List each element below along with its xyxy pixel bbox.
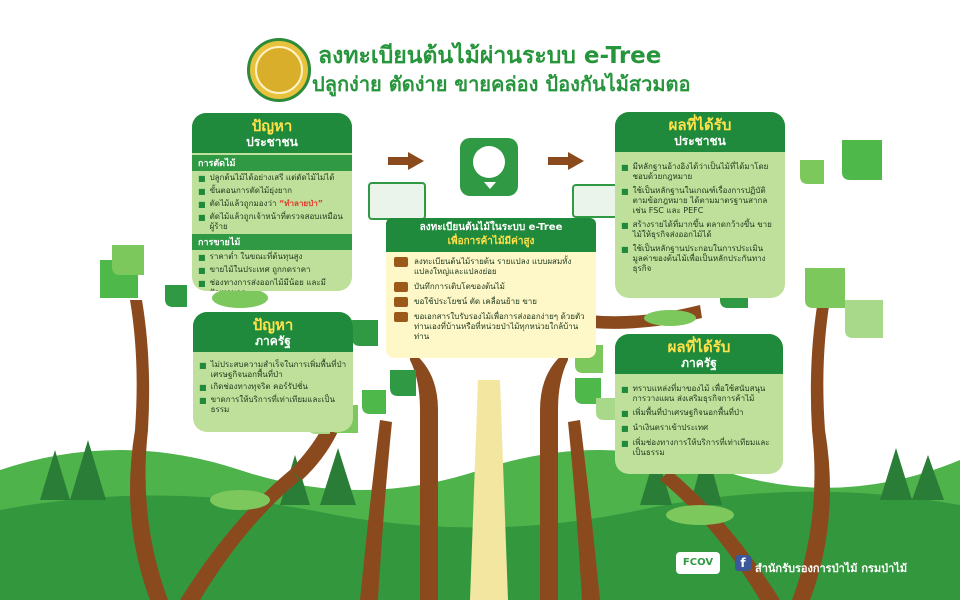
panel-header-subtitle: ภาครัฐ [681, 356, 717, 370]
list-item: ■เพิ่มพื้นที่ป่าเศรษฐกิจนอกพื้นที่ป่า [621, 408, 744, 418]
panel-header-title: ลงทะเบียนต้นไม้ในระบบ e-Tree [419, 222, 563, 233]
section-selling: การขายไม้ [192, 234, 352, 250]
timber-icon [394, 297, 408, 307]
results-government-panel: ผลที่ได้รับ ภาครัฐ ■ทราบแหล่งที่มาของไม้… [615, 334, 783, 474]
timber-icon [394, 257, 408, 267]
problems-government-panel: ปัญหา ภาครัฐ ■ไม่ประสบความสำเร็จในการเพิ… [193, 312, 353, 432]
section-cutting: การตัดไม้ [192, 155, 352, 171]
panel-header-subtitle: ประชาชน [246, 135, 298, 149]
panel-header: ผลที่ได้รับ ประชาชน [615, 112, 785, 152]
list-item: ■ไม่ประสบความสำเร็จในการเพิ่มพื้นที่ป่าเ… [199, 360, 347, 379]
panel-header: ปัญหา ประชาชน [192, 113, 352, 153]
leaf-bullet-icon: ■ [198, 187, 206, 196]
list-item: ขอใช้ประโยชน์ ตัด เคลื่อนย้าย ขาย [394, 297, 588, 307]
arrow-right-icon [548, 152, 584, 170]
leaf-bullet-icon: ■ [198, 266, 206, 275]
page-subtitle: ปลูกง่าย ตัดง่าย ขายคล่อง ป้องกันไม้สวมต… [312, 72, 691, 96]
computer-monitor-icon [368, 182, 426, 220]
list-item: ขอเอกสารใบรับรองไม้เพื่อการส่งออกง่ายๆ ด… [394, 312, 588, 342]
list-item: ■ปลูกต้นไม้ได้อย่างเสรี แต่ตัดไม้ไม่ได้ [198, 173, 335, 183]
arrow-right-icon [388, 152, 424, 170]
fcov-logo: FCOV [676, 552, 720, 574]
page-title: ลงทะเบียนต้นไม้ผ่านระบบ e-Tree [318, 43, 662, 69]
leaf-bullet-icon: ■ [621, 187, 629, 196]
list-item: ■ราคาต่ำ ในขณะที่ต้นทุนสูง [198, 252, 303, 262]
branch-left-1 [130, 300, 168, 600]
list-item: ลงทะเบียนต้นไม้รายต้น รายแปลง แบบผสมทั้ง… [394, 257, 588, 277]
laptop-icon [572, 184, 622, 218]
list-item: ■เกิดช่องทางทุจริต คอร์รัปชั่น [199, 382, 308, 392]
list-item: ■ตัดไม้แล้วถูกเจ้าหน้าที่ตรวจสอบเหมือนผู… [198, 212, 343, 231]
leaf-bullet-icon: ■ [199, 383, 207, 392]
leaf-bullet-icon: ■ [621, 409, 629, 418]
panel-header-title: ปัญหา [251, 117, 293, 135]
panel-header-subtitle: ประชาชน [674, 134, 726, 148]
list-item: ■ขั้นตอนการตัดไม้ยุ่งยาก [198, 186, 292, 196]
list-item: ■ใช้เป็นหลักฐานประกอบในการประเมินมูลค่าข… [621, 244, 766, 273]
leaf-bullet-icon: ■ [199, 361, 207, 370]
bushes [210, 288, 734, 525]
leaf-bullet-icon: ■ [198, 253, 206, 262]
problems-people-panel: ปัญหา ประชาชน การตัดไม้ ■ปลูกต้นไม้ได้อย… [192, 113, 352, 291]
results-people-panel: ผลที่ได้รับ ประชาชน ■มีหลักฐานอ้างอิงได้… [615, 112, 785, 298]
facebook-icon[interactable]: f [735, 555, 751, 571]
list-item: ■ทราบแหล่งที่มาของไม้ เพื่อใช้สนับสนุนกา… [621, 384, 766, 403]
e-tree-app-icon [460, 138, 518, 196]
panel-header-subtitle: เพื่อการค้าไม้มีค่าสูง [447, 236, 535, 247]
leaf-bullet-icon: ■ [621, 385, 629, 394]
leaf-bullet-icon: ■ [198, 200, 206, 209]
leaf-bullet-icon: ■ [621, 245, 629, 254]
leaf-bullet-icon: ■ [621, 424, 629, 433]
list-item: ■นำเงินตราเข้าประเทศ [621, 423, 709, 433]
leaf-bullet-icon: ■ [621, 221, 629, 230]
panel-header-title: ปัญหา [252, 316, 294, 334]
list-item: ■สร้างรายได้ที่มากขึ้น ตลาดกว้างขึ้น ขาย… [621, 220, 772, 239]
trunk-path [470, 380, 508, 600]
leaf-bullet-icon: ■ [198, 174, 206, 183]
timber-icon [394, 312, 408, 322]
e-tree-registration-panel: ลงทะเบียนต้นไม้ในระบบ e-Tree เพื่อการค้า… [386, 218, 596, 358]
panel-header: ปัญหา ภาครัฐ [193, 312, 353, 352]
panel-header: ลงทะเบียนต้นไม้ในระบบ e-Tree เพื่อการค้า… [386, 218, 596, 252]
leaf-bullet-icon: ■ [621, 163, 629, 172]
panel-header-title: ผลที่ได้รับ [668, 116, 732, 134]
organization-name: สำนักรับรองการป่าไม้ กรมป่าไม้ [755, 562, 908, 575]
panel-header-subtitle: ภาครัฐ [255, 334, 291, 348]
branch-right-1 [792, 300, 830, 600]
leaf-bullet-icon: ■ [199, 396, 207, 405]
list-item: ■ใช้เป็นหลักฐานในเกณฑ์เรื่องการปฏิบัติตา… [621, 186, 768, 215]
timber-icon [394, 282, 408, 292]
panel-header: ผลที่ได้รับ ภาครัฐ [615, 334, 783, 374]
panel-header-title: ผลที่ได้รับ [667, 338, 731, 356]
leaf-bullet-icon: ■ [621, 439, 629, 448]
list-item: ■ตัดไม้แล้วถูกมองว่า “ทำลายป่า” [198, 199, 323, 209]
list-item: ■ขายไม้ในประเทศ ถูกกดราคา [198, 265, 311, 275]
department-seal-icon [247, 38, 311, 102]
list-item: ■มีหลักฐานอ้างอิงได้ว่าเป็นไม้ที่ได้มาโด… [621, 162, 769, 181]
leaf-bullet-icon: ■ [198, 279, 206, 288]
list-item: ■ขาดการให้บริการที่เท่าเทียมและเป็นธรรม [199, 395, 335, 414]
list-item: บันทึกการเติบโตของต้นไม้ [394, 282, 588, 292]
list-item: ■เพิ่มช่องทางการให้บริการที่เท่าเทียมและ… [621, 438, 770, 457]
leaf-bullet-icon: ■ [198, 213, 206, 222]
list-item: ■ช่องทางการส่งออกไม้มีน้อย และมีปัญหามาก [198, 278, 326, 291]
